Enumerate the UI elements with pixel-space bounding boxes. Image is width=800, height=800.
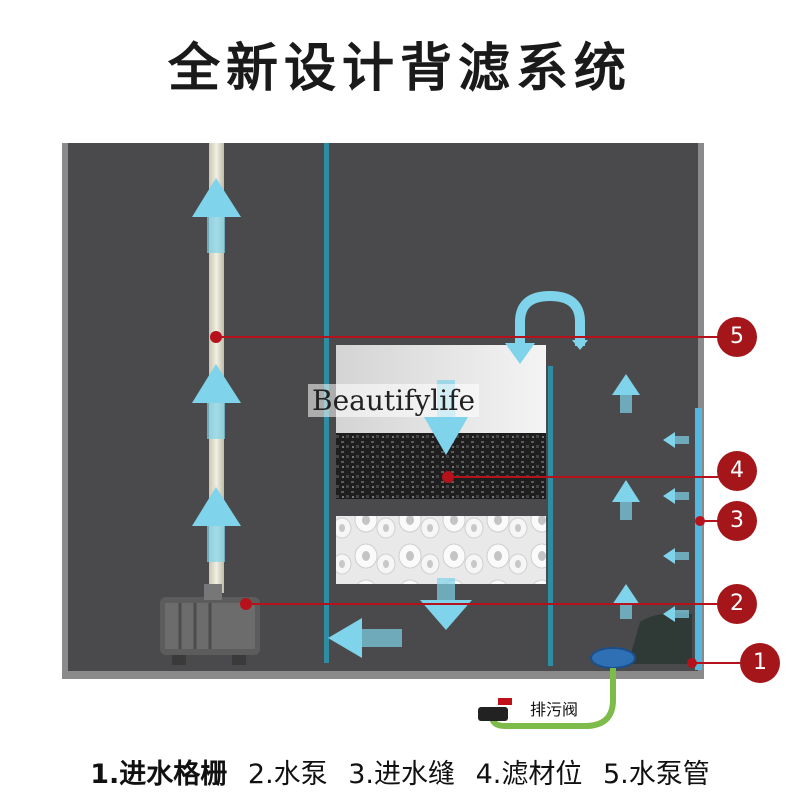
inlet-grille xyxy=(628,613,692,664)
pipe-flow-arrows xyxy=(192,178,241,562)
inlet-flow-arrows xyxy=(663,432,689,622)
legend-item-3: 3.进水缝 xyxy=(348,759,456,790)
inlet-slot xyxy=(695,408,702,670)
leader-dot xyxy=(240,598,252,610)
flow-arrow xyxy=(505,343,535,364)
filter-rings xyxy=(336,516,546,584)
legend: 1.进水格栅 2.水泵 3.进水缝 4.滤材位 5.水泵管 xyxy=(0,752,800,791)
legend-item-4: 4.滤材位 xyxy=(475,759,583,790)
callout-4: 4 xyxy=(717,451,757,491)
leader-dot xyxy=(687,658,697,668)
page-title: 全新设计背滤系统 xyxy=(167,39,632,99)
flow-arrow xyxy=(328,618,362,658)
leader-dot xyxy=(695,516,705,526)
flow-arrow xyxy=(572,340,588,350)
flow-arrow-tail xyxy=(362,629,402,647)
drain-valve-handle xyxy=(498,698,512,705)
chamber-flow-arrows xyxy=(612,374,640,619)
legend-item-2: 2.水泵 xyxy=(247,759,328,790)
callout-5: 5 xyxy=(717,317,757,357)
leader-lines xyxy=(216,336,740,664)
drain-valve-head xyxy=(590,647,636,669)
flow-arrow xyxy=(420,600,472,630)
overflow-j-pipe xyxy=(515,290,585,352)
callout-3: 3 xyxy=(717,501,757,541)
water-pump xyxy=(160,584,260,665)
callout-1: 1 xyxy=(740,643,780,683)
legend-item-1: 1.进水格栅 xyxy=(90,759,228,790)
watermark: Beautifylife xyxy=(308,384,480,417)
drain-valve xyxy=(478,707,508,721)
flow-arrow-tail xyxy=(437,578,455,600)
partition-right xyxy=(548,366,553,666)
legend-item-5: 5.水泵管 xyxy=(602,759,710,790)
leader-dot xyxy=(210,331,222,343)
callout-2: 2 xyxy=(717,584,757,624)
leader-dot xyxy=(442,471,454,483)
drain-valve-label: 排污阀 xyxy=(530,700,579,719)
flow-arrow xyxy=(424,417,468,455)
drain-hose xyxy=(489,668,616,729)
